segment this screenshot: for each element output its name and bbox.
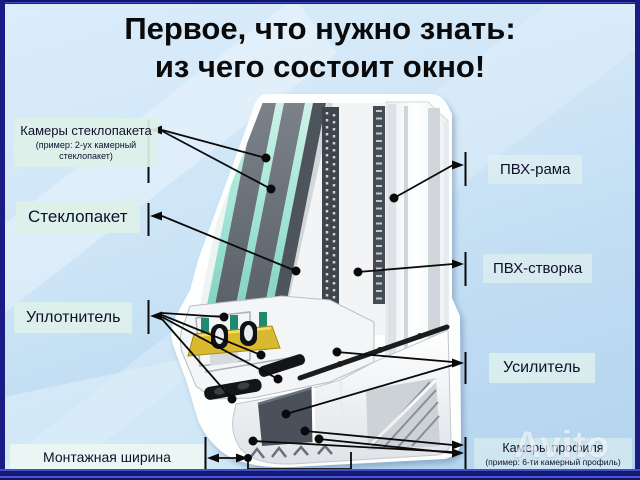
arrowhead [452, 160, 464, 170]
arrowhead [452, 358, 464, 368]
hatched-chamber [366, 378, 440, 450]
label-seal: Уплотнитель [14, 302, 133, 333]
arrowhead [150, 311, 162, 321]
steel-reinforcement-bar [373, 106, 385, 304]
label-pvc-frame: ПВХ-рама [488, 155, 583, 184]
arrowhead [452, 259, 464, 269]
glass-pane [200, 103, 256, 338]
border-top [0, 0, 640, 4]
label-glazing-chambers-note: (пример: 2-ух камерный стеклопакет) [35, 140, 137, 161]
glazing-chamber [208, 103, 277, 338]
title-line-2: из чего состоит окно! [154, 49, 486, 84]
label-glazing-chambers: Камеры стеклопакета (пример: 2-ух камерн… [14, 118, 158, 167]
steel-spacer-bar [322, 107, 339, 310]
border-bottom [0, 469, 640, 480]
label-profile-chambers: Камеры профиля (пример: 6-ти камерный пр… [474, 438, 632, 470]
glass-pane [229, 103, 285, 338]
arrowhead [150, 211, 162, 221]
arrowhead [452, 440, 464, 450]
page-title: Первое, что нужно знать: из чего состоит… [0, 10, 640, 86]
border-right [635, 0, 640, 480]
label-glazing-chambers-text: Камеры стеклопакета [20, 123, 152, 138]
glass-pane [258, 103, 314, 338]
label-glazing-unit: Стеклопакет [16, 201, 140, 233]
glazing-chamber [237, 103, 306, 338]
border-left [0, 0, 5, 480]
glazing-shadow [266, 103, 327, 338]
title-line-1: Первое, что нужно знать: [124, 11, 516, 46]
arrowhead [452, 448, 464, 458]
label-reinforcement: Усилитель [489, 353, 595, 383]
label-pvc-sash: ПВХ-створка [483, 254, 593, 283]
